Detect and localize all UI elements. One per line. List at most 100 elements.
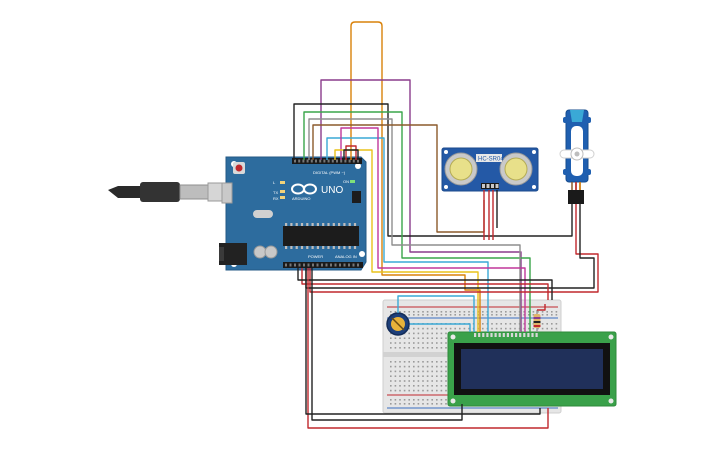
wire-cyan[interactable] [326,137,489,332]
wire-orange[interactable] [350,21,481,332]
power-pin [294,263,296,267]
chip-pin [332,223,335,226]
ultrasonic-sensor[interactable]: HC-SR04 [441,147,539,192]
breadboard-hole [413,361,415,363]
tx-led-label: TX [273,190,278,195]
chip-pin [316,223,319,226]
wire-5v-red[interactable] [301,268,549,300]
breadboard-hole [431,375,433,377]
breadboard-hole [440,337,443,339]
power-pin [352,263,355,267]
breadboard-hole [436,327,438,330]
breadboard-hole [417,380,420,382]
wire-green[interactable] [303,111,531,332]
breadboard-hole [431,342,433,344]
arduino-logo-icon [291,183,317,195]
wire-bottom-red[interactable] [307,268,549,429]
chip-pin [338,223,341,226]
breadboard-hole [413,365,415,368]
breadboard-hole [532,311,535,313]
breadboard-hole [426,385,429,387]
lcd-pin [531,333,534,337]
breadboard-hole [431,332,433,335]
breadboard-hole [514,311,516,313]
breadboard-hole [445,361,447,363]
servo-motor[interactable] [559,109,595,204]
chip-pin [322,223,325,226]
breadboard-hole [505,314,507,316]
breadboard-hole [440,347,443,349]
digital-pin [319,159,322,163]
breadboard-hole [491,311,493,313]
breadboard-hole [454,314,456,316]
breadboard-hole [413,403,415,405]
breadboard-hole [436,365,438,368]
breadboard-hole [495,327,498,330]
wire-purple[interactable] [320,79,522,332]
breadboard-hole [436,361,438,363]
usb-cable[interactable] [108,182,229,202]
breadboard-hole [417,370,420,373]
wire-gnd-black[interactable] [297,268,553,300]
breadboard-hole [431,403,433,405]
breadboard-hole [514,327,516,330]
breadboard-hole [426,327,429,330]
lcd-pin [478,333,481,337]
power-pins [285,263,359,267]
breadboard-hole [440,399,443,401]
potentiometer[interactable] [386,312,410,336]
breadboard-hole [422,365,424,368]
breadboard-hole [403,399,406,401]
breadboard-hole [528,311,530,313]
breadboard-hole [546,314,548,316]
breadboard-hole [413,347,415,349]
on-led-label: ON [343,179,349,184]
lcd-display[interactable] [447,331,617,407]
breadboard-hole [491,327,493,330]
breadboard-hole [528,314,530,316]
breadboard-hole [426,399,429,401]
wire-yellow[interactable] [334,149,479,332]
breadboard-hole [394,380,397,382]
breadboard-hole [408,327,410,330]
sensor-label: HC-SR04 [478,157,504,163]
resistor[interactable] [533,310,541,332]
breadboard-hole [408,332,410,335]
breadboard-hole [445,337,447,339]
breadboard-hole [394,337,397,339]
breadboard-hole [403,342,406,344]
breadboard-hole [505,311,507,313]
power-pin [307,263,310,267]
breadboard-hole [445,327,447,330]
breadboard-hole [491,314,493,316]
breadboard-hole [394,311,397,313]
breadboard-hole [408,347,410,349]
breadboard-hole [417,311,420,313]
lcd-pin [515,333,518,337]
breadboard-hole [413,389,415,392]
wire-bottom-black[interactable] [311,268,463,421]
digital-header[interactable] [292,158,362,164]
wire-pot[interactable] [397,295,475,332]
digital-pin [336,159,338,163]
lcd-pin [490,333,493,337]
arduino-uno-board[interactable]: UNO ARDUINO DIGITAL (PWM ~) POWER ANALOG… [219,156,367,271]
breadboard-hole [403,347,406,349]
wire-magenta[interactable] [340,127,526,332]
breadboard-hole [436,399,438,401]
breadboard-hole [449,327,452,330]
breadboard-hole [426,403,429,405]
breadboard-hole [436,385,438,387]
wire-black-top[interactable] [293,103,573,237]
breadboard-hole [390,389,392,392]
breadboard-hole [463,314,466,316]
breadboard-hole [394,385,397,387]
power-pin [303,263,305,267]
breadboard-hole [445,399,447,401]
breadboard-hole [546,323,548,325]
wire-grey[interactable] [308,118,521,332]
breadboard-hole [500,314,502,316]
breadboard-hole [408,337,410,339]
breadboard-hole [528,323,530,325]
